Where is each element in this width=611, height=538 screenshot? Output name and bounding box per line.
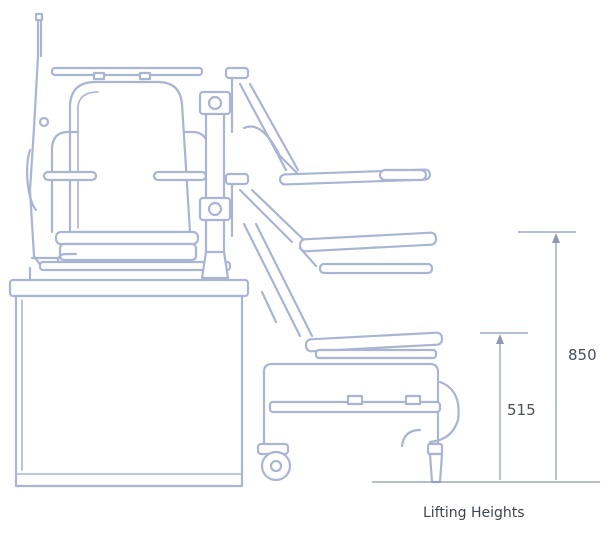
chair-raised-middle	[224, 172, 438, 275]
dimension-high	[518, 231, 576, 480]
chair-raised-low	[242, 222, 444, 360]
dimension-high-label: 850	[568, 346, 597, 364]
bathtub	[8, 278, 250, 488]
diagram-caption: Lifting Heights	[423, 505, 525, 521]
chair-in-tub	[38, 66, 232, 272]
trolley	[256, 362, 460, 484]
dimension-low-label: 515	[507, 401, 536, 419]
chair-raised-high	[224, 66, 432, 186]
shower-hose	[26, 12, 60, 282]
lift-column	[198, 90, 232, 280]
dimension-low	[480, 332, 528, 480]
